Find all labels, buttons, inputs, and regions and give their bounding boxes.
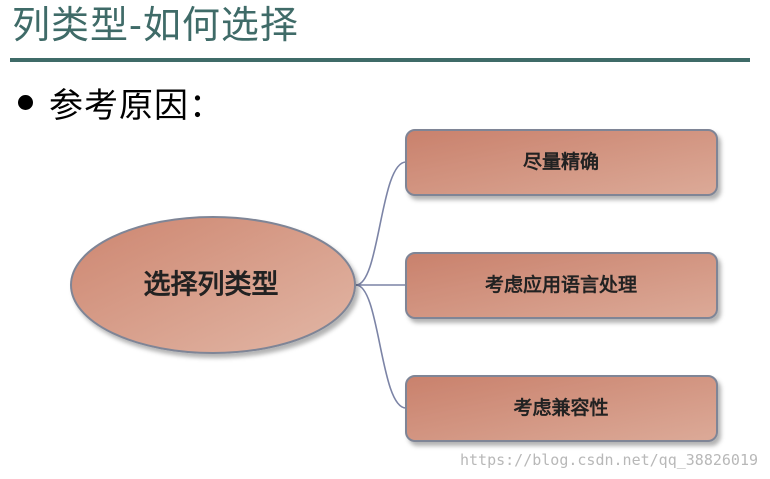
branch-node-3-shape [405,375,718,442]
branch-node-1: 尽量精确 [405,129,718,196]
branch-node-2-label: 考虑应用语言处理 [485,273,637,296]
branch-node-3-label: 考虑兼容性 [513,396,608,419]
center-node-shape [70,216,356,354]
connector-bottom [355,284,407,409]
connectors [355,161,407,409]
bullet-dot-icon [18,94,33,110]
bullet-text: 参考原因： [49,85,224,126]
center-node: 选择列类型 [70,216,356,354]
branch-node-1-label: 尽量精确 [523,150,599,173]
branch-node-2: 考虑应用语言处理 [405,252,718,319]
center-node-label: 选择列类型 [144,270,279,301]
watermark: https://blog.csdn.net/qq_38826019 [459,451,758,469]
slide-title: 列类型-如何选择 [12,3,299,47]
branch-node-2-shape [405,252,718,319]
title-divider [10,58,750,62]
branch-node-1-shape [405,129,718,196]
bullet-item: 参考原因： [18,82,224,126]
branch-node-3: 考虑兼容性 [405,375,718,442]
connector-top [355,161,407,286]
